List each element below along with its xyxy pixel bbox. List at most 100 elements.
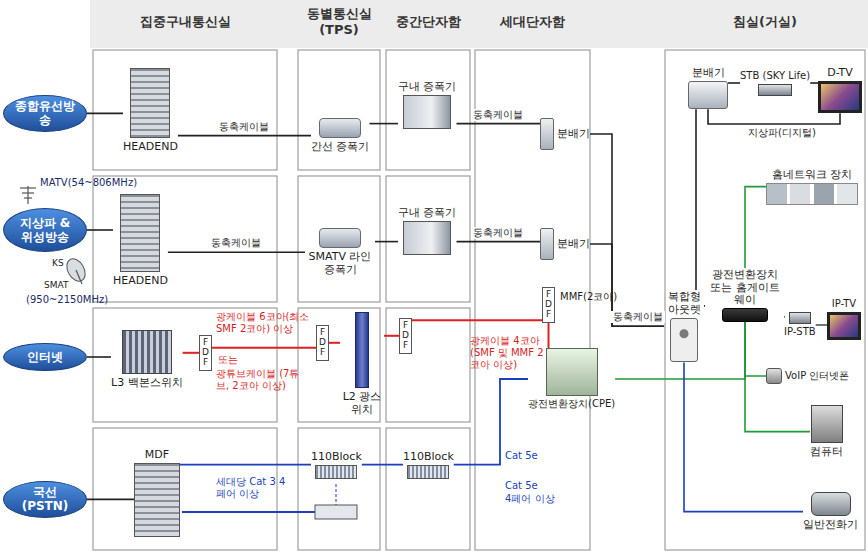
- equipment-icon: [403, 221, 451, 255]
- equipment-node: 간선 증폭기: [311, 118, 370, 153]
- equipment-label: 분배기: [557, 127, 590, 140]
- cable-line: [87, 113, 123, 115]
- cable-line: [370, 123, 399, 125]
- equipment-icon: [134, 463, 180, 537]
- cable-line: [816, 324, 827, 326]
- cable-note: Cat 5e: [505, 480, 538, 492]
- source-oval: 인터넷: [3, 343, 87, 371]
- equipment-icon: [766, 183, 858, 205]
- column-heading: 동별통신실 (TPS): [300, 6, 378, 37]
- equipment-label: 광전변환장치(CPE): [528, 398, 615, 410]
- cable-line: [183, 352, 199, 354]
- equipment-label: 구내 증폭기: [398, 206, 457, 219]
- cable-note: (950~2150MHz): [26, 294, 108, 306]
- equipment-label: 분배기: [557, 237, 590, 250]
- source-oval: 종합유선방송: [3, 95, 87, 132]
- equipment-icon: [670, 318, 698, 362]
- equipment-icon: [811, 405, 843, 443]
- cable-note: MATV(54~806MHz): [40, 177, 137, 189]
- cable-line: [87, 356, 111, 358]
- equipment-icon: [818, 81, 862, 113]
- cable-line: [704, 305, 705, 307]
- cable-note: SMAT: [44, 280, 68, 291]
- equipment-icon: [540, 118, 554, 150]
- equipment-node: 분배기: [540, 228, 590, 260]
- equipment-node: D-TV: [818, 66, 862, 113]
- cable-line: [695, 109, 697, 290]
- equipment-icon: [319, 118, 361, 138]
- equipment-icon: [407, 465, 449, 479]
- cable-label: 동축케이블: [217, 121, 271, 133]
- fdf-box: FDF: [542, 287, 555, 323]
- equipment-node: STB (SKY Life): [740, 70, 810, 96]
- equipment-node: IP-STB: [784, 312, 816, 338]
- fdf-label: FDF: [544, 290, 553, 320]
- cable-label: 동축케이블: [471, 227, 525, 239]
- cable-line: [412, 319, 542, 321]
- equipment-label: MDF: [145, 448, 169, 461]
- equipment-icon: [540, 228, 554, 260]
- equipment-node: 컴퓨터: [810, 405, 843, 458]
- column-heading: 세대단자함: [500, 14, 565, 30]
- equipment-node: 광전변환장치 또는 홈게이트웨이: [705, 268, 785, 322]
- equipment-icon: [403, 95, 451, 129]
- equipment-label: 컴퓨터: [810, 445, 843, 458]
- cable-note: 또는: [218, 354, 238, 366]
- source-label: 국선(PSTN): [13, 485, 77, 514]
- cable-note: 광케이블 4코아 (SMF 및 MMF 2코아 이상): [470, 335, 544, 371]
- equipment-label: SMATV 라인 증폭기: [305, 250, 375, 276]
- cable-line: [745, 187, 766, 268]
- equipment-node: SMATV 라인 증폭기: [305, 228, 375, 276]
- equipment-icon: [355, 312, 369, 388]
- equipment-node: 일반전화기: [803, 492, 858, 531]
- equipment-icon: [827, 312, 861, 340]
- equipment-label: L3 백본스위치: [111, 376, 183, 389]
- cable-line: [180, 464, 311, 466]
- equipment-label: 광전변환장치 또는 홈게이트웨이: [705, 268, 785, 306]
- equipment-node: 구내 증폭기: [398, 206, 457, 255]
- cable-line: [87, 229, 113, 231]
- source-oval: 국선(PSTN): [3, 481, 87, 518]
- equipment-label: D-TV: [827, 66, 853, 79]
- fdf-box: FDF: [199, 335, 212, 371]
- cable-line: [457, 123, 541, 125]
- column-panels: [93, 50, 865, 550]
- source-label: 지상파 & 위성방송: [13, 216, 77, 245]
- cable-line: [548, 323, 550, 348]
- equipment-label: HEADEND: [123, 140, 178, 153]
- source-label: 인터넷: [27, 350, 63, 364]
- equipment-label: 분배기: [692, 66, 725, 79]
- equipment-label: 110Block: [403, 450, 454, 463]
- cable-line: [384, 335, 399, 337]
- fdf-label: FDF: [401, 321, 410, 351]
- cable-note: KS: [52, 258, 64, 269]
- header-band: [90, 0, 868, 48]
- equipment-label: 간선 증폭기: [311, 140, 370, 153]
- equipment-icon: [758, 84, 792, 96]
- equipment-node: HEADEND: [123, 68, 178, 153]
- equipment-node: L3 백본스위치: [111, 330, 183, 389]
- equipment-node: VoIP 인터넷폰: [766, 368, 849, 384]
- equipment-node: 복합형 아웃렛: [664, 290, 704, 362]
- cable-note: MMF(2코아): [560, 291, 617, 303]
- equipment-label: 홈네트워크 장치: [772, 168, 853, 181]
- equipment-icon: [766, 368, 782, 384]
- equipment-label: 구내 증폭기: [398, 80, 457, 93]
- equipment-node: MDF: [134, 448, 180, 537]
- equipment-icon: [122, 330, 172, 374]
- cable-line: [329, 342, 340, 344]
- cable-note: 광케이블 6코아(최소 SMF 2코아) 이상: [216, 311, 312, 335]
- cable-note: 광튜브케이블 (7튜브, 2코아 이상): [216, 368, 312, 392]
- equipment-label: L2 광스위치: [340, 390, 384, 416]
- equipment-node: 분배기: [540, 118, 590, 150]
- equipment-label: VoIP 인터넷폰: [785, 370, 849, 382]
- column-heading: 침실(거실): [733, 14, 797, 30]
- equipment-node: 홈네트워크 장치: [766, 168, 858, 205]
- cable-note: 세대당 Cat 3 4페어 이상: [216, 476, 288, 500]
- cable-line: [684, 362, 803, 511]
- equipment-icon: [811, 492, 851, 516]
- fdf-label: FDF: [318, 328, 327, 358]
- source-oval: 지상파 & 위성방송: [3, 208, 87, 252]
- equipment-icon: [722, 308, 768, 322]
